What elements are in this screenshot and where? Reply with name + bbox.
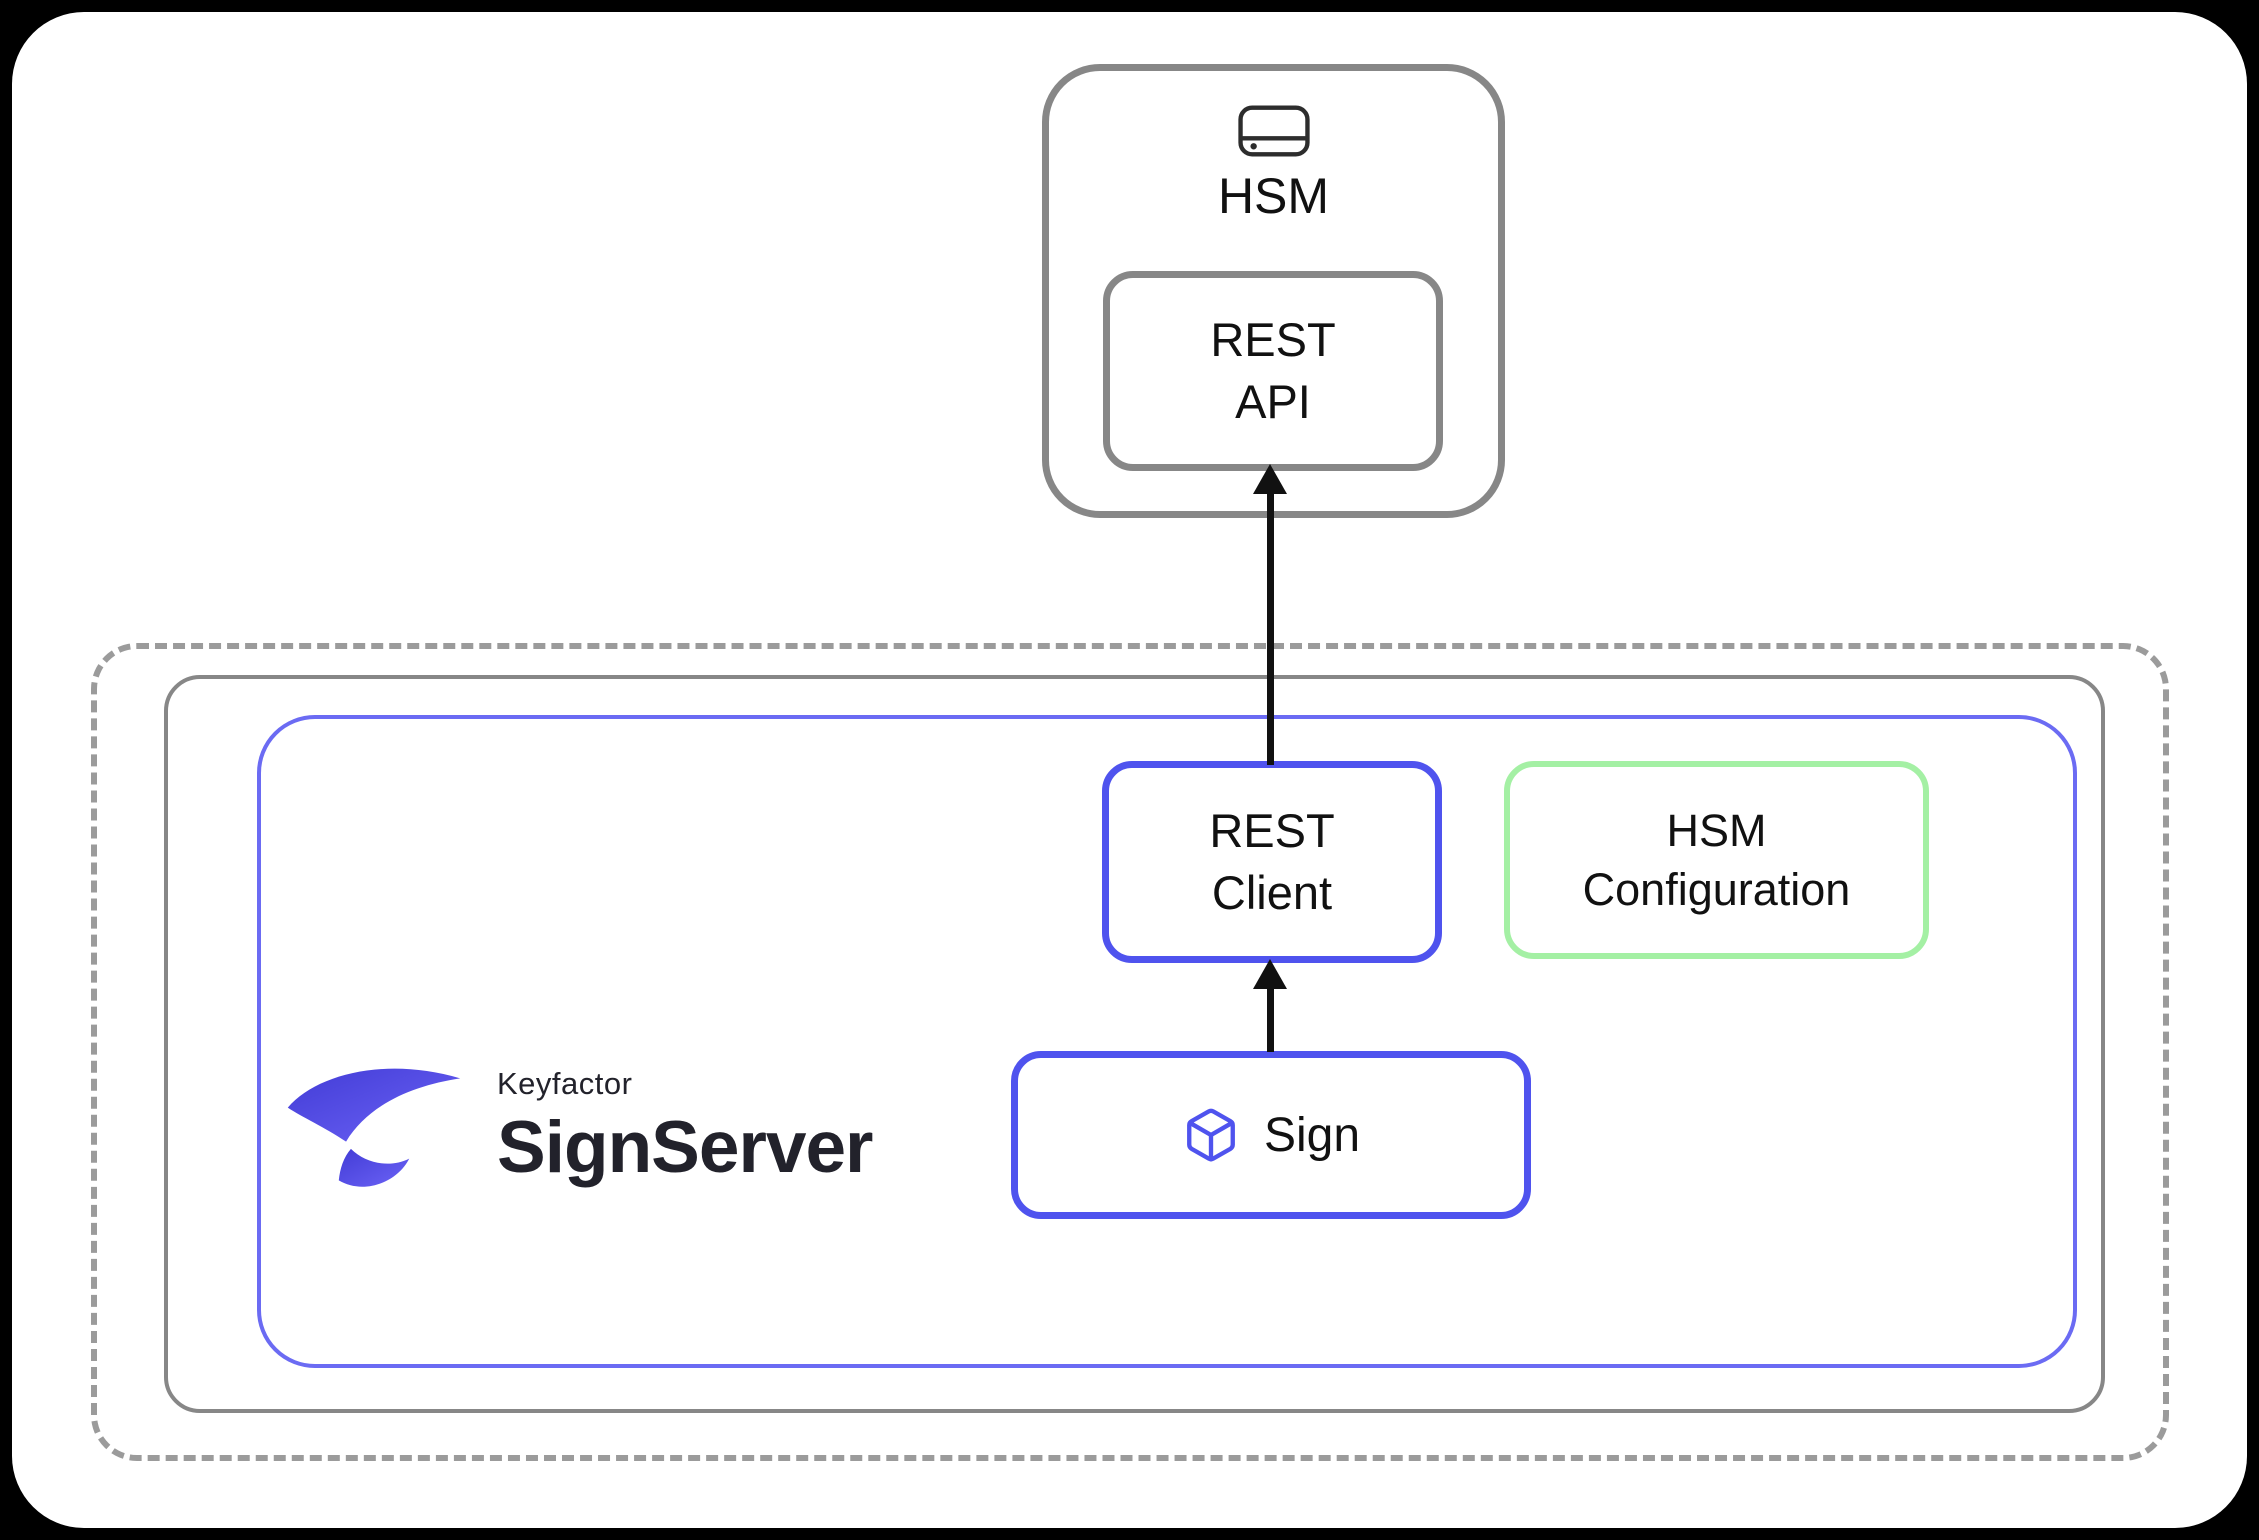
arrow-restclient-to-restapi bbox=[1253, 464, 1287, 765]
arrowhead-icon bbox=[1253, 464, 1287, 494]
rest-api-node: REST API bbox=[1103, 271, 1443, 471]
host-container: Keyfactor SignServer REST Client HSM Con… bbox=[164, 675, 2105, 1413]
sign-label: Sign bbox=[1263, 1108, 1361, 1162]
box-cube-icon bbox=[1187, 1108, 1235, 1162]
arrow-shaft bbox=[1266, 493, 1274, 765]
arrow-sign-to-restclient bbox=[1253, 959, 1287, 1052]
keyfactor-logo-icon bbox=[287, 1068, 461, 1187]
logo-brand-text: Keyfactor bbox=[497, 1065, 633, 1101]
keyfactor-signserver-logo: Keyfactor SignServer bbox=[279, 1059, 873, 1195]
rest-api-label-line2: API bbox=[1235, 375, 1311, 428]
hsm-container: HSM REST API bbox=[1042, 64, 1505, 518]
rest-client-node: REST Client bbox=[1102, 761, 1442, 963]
sign-node: Sign bbox=[1011, 1051, 1531, 1219]
arrow-shaft bbox=[1266, 988, 1274, 1052]
hsm-configuration-node: HSM Configuration bbox=[1504, 761, 1929, 959]
hsm-label: HSM bbox=[1217, 168, 1330, 224]
rest-client-label-line2: Client bbox=[1211, 866, 1333, 919]
hard-drive-icon bbox=[1237, 105, 1310, 157]
arrowhead-icon bbox=[1253, 959, 1287, 989]
rest-client-label-line1: REST bbox=[1209, 803, 1335, 857]
rest-api-label-line1: REST bbox=[1210, 312, 1336, 366]
deployment-boundary: Keyfactor SignServer REST Client HSM Con… bbox=[91, 643, 2169, 1461]
logo-text: Keyfactor SignServer bbox=[497, 1065, 873, 1189]
hsm-config-label-line2: Configuration bbox=[1582, 864, 1851, 915]
signserver-container: Keyfactor SignServer REST Client HSM Con… bbox=[257, 715, 2077, 1368]
hsm-config-label-line1: HSM bbox=[1666, 804, 1767, 856]
logo-product-text: SignServer bbox=[497, 1106, 873, 1188]
